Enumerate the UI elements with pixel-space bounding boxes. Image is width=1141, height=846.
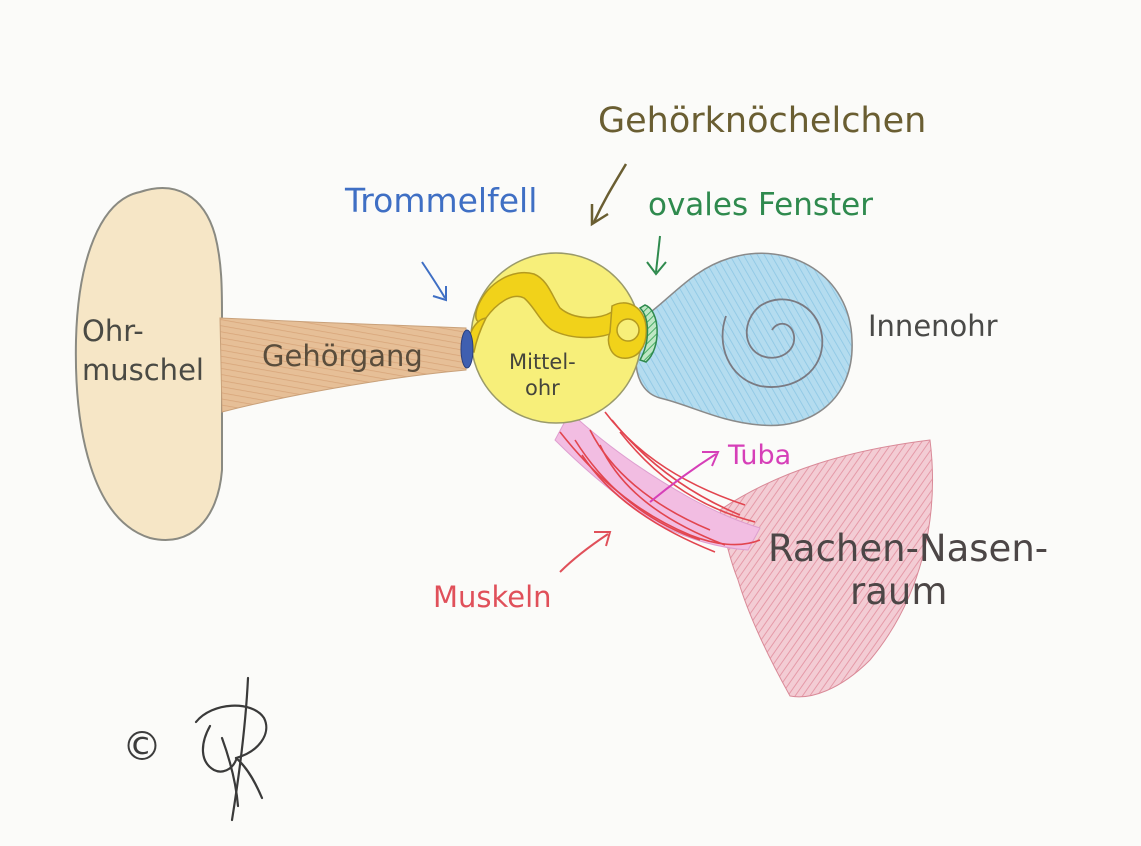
label-gehoerknoechelchen: Gehörknöchelchen xyxy=(598,104,926,139)
label-rachen-line2: raum xyxy=(768,571,1048,614)
label-ohrmuschel-line2: muschel xyxy=(82,353,204,387)
tuba-shape xyxy=(555,412,760,550)
innenohr-shape xyxy=(636,253,852,425)
label-tuba: Tuba xyxy=(728,442,791,469)
label-rachen-line1: Rachen-Nasen- xyxy=(768,527,1048,570)
trommelfell-shape xyxy=(461,330,473,368)
stapes-ring xyxy=(617,319,639,341)
label-mittelohr-line2: ohr xyxy=(525,376,560,400)
label-mittelohr: Mittel- ohr xyxy=(509,349,576,402)
signature-monogram xyxy=(196,678,266,820)
label-mittelohr-line1: Mittel- xyxy=(509,350,576,374)
label-ohrmuschel-line1: Ohr- xyxy=(82,314,144,348)
label-innenohr: Innenohr xyxy=(868,312,998,341)
label-muskeln: Muskeln xyxy=(433,583,552,612)
label-rachen-nasen-raum: Rachen-Nasen- raum xyxy=(768,528,1048,613)
muskeln-arrow xyxy=(560,532,610,572)
label-gehoergang: Gehörgang xyxy=(262,342,423,371)
label-trommelfell: Trommelfell xyxy=(345,184,537,217)
label-ovales-fenster: ovales Fenster xyxy=(648,190,873,221)
copyright-icon: © xyxy=(122,727,162,767)
gehoerknoechelchen-arrow xyxy=(592,164,626,224)
trommelfell-arrow xyxy=(422,262,446,300)
label-ohrmuschel: Ohr- muschel xyxy=(82,312,204,390)
ovales-fenster-arrow xyxy=(647,236,666,274)
